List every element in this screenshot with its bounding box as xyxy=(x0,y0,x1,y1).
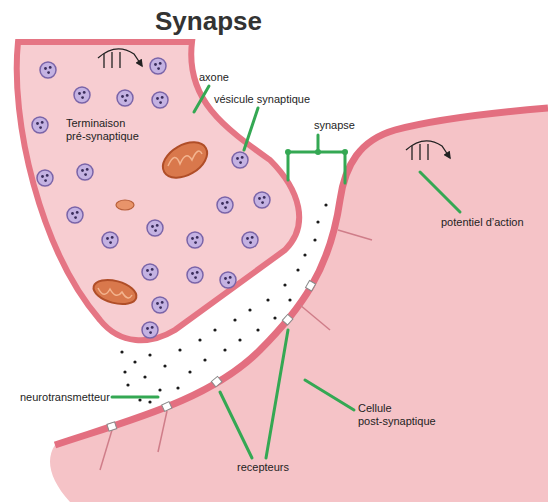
neurotransmitter-dots xyxy=(126,383,129,386)
neurotransmitter-dots xyxy=(233,318,236,321)
neurotransmitter-dots xyxy=(148,353,151,356)
neurotransmitter-dots xyxy=(316,220,319,223)
leader-lines xyxy=(244,108,258,150)
mitochondrion xyxy=(98,288,132,298)
part-label: potentiel d’action xyxy=(441,216,524,229)
leader-lines xyxy=(220,392,252,458)
neurotransmitter-dots xyxy=(213,328,216,331)
receptors xyxy=(107,422,117,431)
neurotransmitter-dots xyxy=(288,298,291,301)
neurotransmitter-dots xyxy=(256,328,259,331)
neurotransmitter-dots xyxy=(120,350,123,353)
neurotransmitter-dots xyxy=(198,338,201,341)
synaptic-vesicles xyxy=(152,297,168,313)
synaptic-vesicles xyxy=(147,220,163,236)
action-potential-symbol xyxy=(98,49,142,66)
neurotransmitter-dots xyxy=(296,268,299,271)
leader-lines xyxy=(266,330,288,458)
synaptic-vesicles xyxy=(254,192,270,208)
dendrite-lines xyxy=(338,230,372,240)
leader-lines xyxy=(194,86,209,112)
synaptic-vesicles xyxy=(220,272,236,288)
synaptic-vesicles xyxy=(32,117,48,133)
bracket-joints xyxy=(342,149,348,155)
receptors xyxy=(211,376,222,387)
receptors xyxy=(306,281,316,291)
neurotransmitter-dots xyxy=(283,283,286,286)
dendrite-lines xyxy=(300,305,330,330)
dendrite-lines xyxy=(158,411,167,452)
action-potential-symbol xyxy=(406,141,450,158)
part-label: neurotransmetteur xyxy=(20,391,110,404)
mitochondrion xyxy=(91,276,139,309)
neurotransmitter-dots xyxy=(133,360,136,363)
synaptic-vesicles xyxy=(232,152,248,168)
synaptic-vesicles xyxy=(67,207,83,223)
receptors xyxy=(162,402,172,412)
part-label: Terminaison pré-synaptique xyxy=(66,117,156,143)
neurotransmitter-dots xyxy=(188,370,191,373)
bracket-joints xyxy=(315,149,321,155)
neurotransmitter-dots xyxy=(123,370,126,373)
synaptic-vesicles xyxy=(142,264,158,280)
neurotransmitter-dots xyxy=(203,358,206,361)
organelle xyxy=(116,200,134,210)
synaptic-vesicles xyxy=(187,232,203,248)
leader-lines xyxy=(420,172,460,212)
neurotransmitter-dots xyxy=(176,386,179,389)
receptors xyxy=(282,314,293,325)
leader-lines xyxy=(112,396,158,399)
synaptic-vesicles xyxy=(37,170,53,186)
action-potential-symbol xyxy=(104,52,120,68)
neurotransmitter-dots xyxy=(248,308,251,311)
neurotransmitter-dots xyxy=(313,238,316,241)
synaptic-vesicles xyxy=(152,92,168,108)
presynaptic-terminal xyxy=(17,42,299,340)
leader-lines xyxy=(305,380,354,410)
neurotransmitter-dots xyxy=(138,398,141,401)
synaptic-vesicles xyxy=(187,267,203,283)
neurotransmitter-dots xyxy=(178,348,181,351)
synaptic-vesicles xyxy=(74,87,90,103)
synaptic-vesicles xyxy=(142,322,158,338)
dendrite-lines xyxy=(100,430,112,470)
part-label: recepteurs xyxy=(237,461,289,474)
leader-lines xyxy=(112,86,460,458)
neurotransmitter-dots xyxy=(223,348,226,351)
synaptic-vesicles xyxy=(150,58,166,74)
neurotransmitter-dots xyxy=(148,400,151,403)
neurotransmitter-dots xyxy=(158,388,161,391)
part-label: synapse xyxy=(314,119,355,132)
neurotransmitter-dots xyxy=(163,364,166,367)
neurotransmitter-dots xyxy=(303,253,306,256)
synaptic-vesicles xyxy=(217,197,233,213)
neurotransmitter-dots xyxy=(273,316,276,319)
action-potential-symbol xyxy=(406,141,450,160)
synaptic-vesicles xyxy=(102,232,118,248)
neurotransmitter-dots xyxy=(143,375,146,378)
synaptic-vesicles xyxy=(242,232,258,248)
synaptic-vesicles xyxy=(77,164,93,180)
neurotransmitter-dots xyxy=(266,298,269,301)
mitochondrion xyxy=(157,135,214,185)
mitochondrion xyxy=(91,276,139,309)
mitochondrion xyxy=(157,135,214,185)
action-potential-symbol xyxy=(98,49,142,68)
bracket-joints xyxy=(285,149,348,155)
leader-lines xyxy=(288,135,345,183)
neurotransmitter-dots xyxy=(238,338,241,341)
part-label: vésicule synaptique xyxy=(214,93,310,106)
diagram-title: Synapse xyxy=(155,6,262,36)
synaptic-vesicles xyxy=(117,90,133,106)
neurotransmitter-dots xyxy=(120,203,327,403)
neurotransmitter-dots xyxy=(324,203,327,206)
action-potential-symbol xyxy=(412,144,428,160)
synaptic-vesicles xyxy=(40,62,56,78)
mitochondrion xyxy=(168,151,202,166)
part-label: Cellule post-synaptique xyxy=(358,402,448,428)
part-label: axone xyxy=(199,71,229,84)
bracket-joints xyxy=(285,149,291,155)
